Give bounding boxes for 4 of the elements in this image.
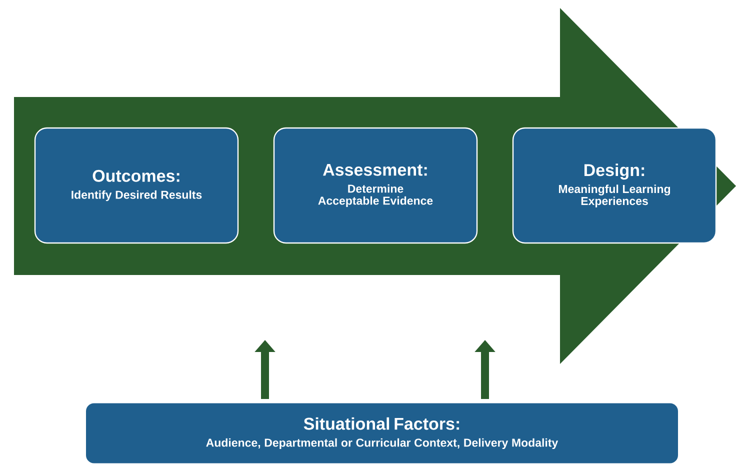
factors-box: Situational Factors: Audience, Departmental or Curricular Context, Delivery Modality (86, 403, 678, 464)
step-box: Assessment: Determine Acceptable Evidence (273, 127, 478, 244)
step-box: Outcomes: Identify Desired Results (34, 127, 239, 244)
step-box: Design: Meaningful Learning Experiences (512, 127, 717, 244)
